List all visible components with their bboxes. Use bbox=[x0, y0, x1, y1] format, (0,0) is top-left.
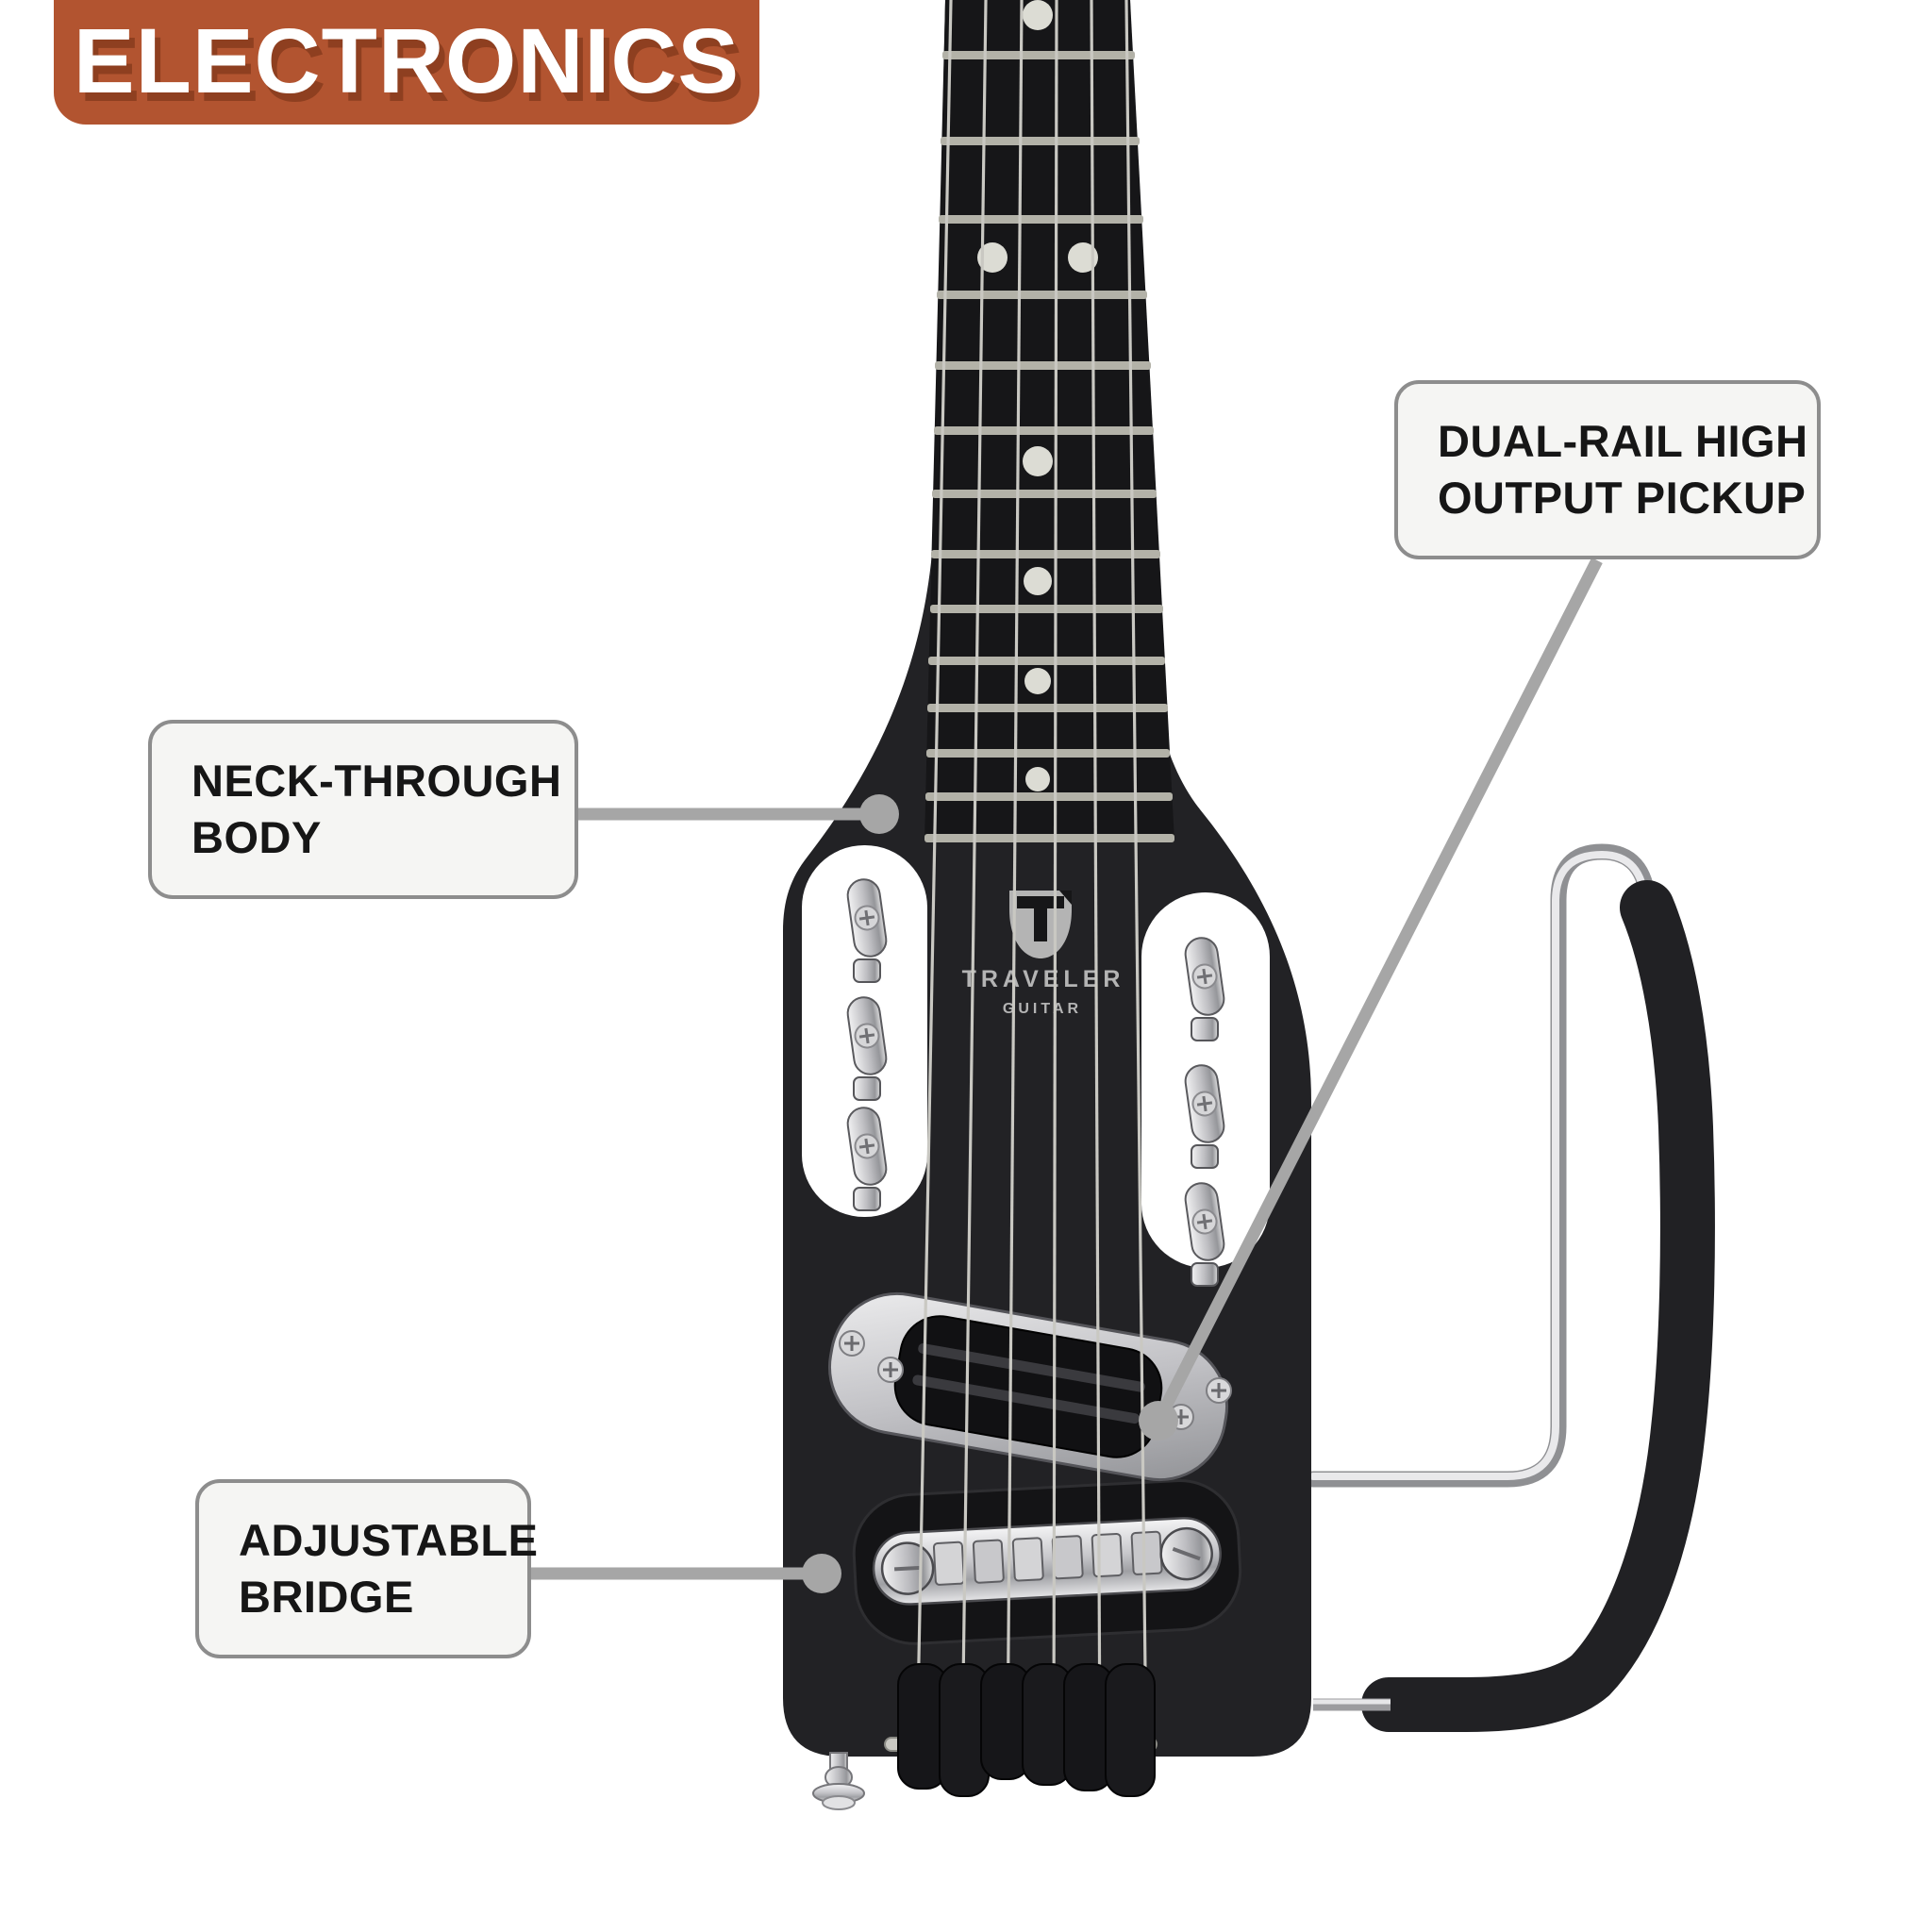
tuner-button bbox=[1184, 937, 1225, 1016]
fret bbox=[928, 657, 1165, 665]
fret bbox=[934, 426, 1154, 435]
fret bbox=[924, 834, 1174, 842]
strings bbox=[915, 0, 1148, 1757]
tuner-button bbox=[1184, 1182, 1225, 1261]
fret bbox=[930, 605, 1163, 613]
fret bbox=[925, 792, 1173, 801]
fret bbox=[937, 291, 1147, 299]
tuner-post bbox=[1191, 1262, 1219, 1287]
logo-t-stem bbox=[1034, 902, 1047, 941]
strap-pin bbox=[812, 1752, 865, 1810]
tuners-right bbox=[1184, 937, 1225, 1287]
lap-rest-foam-sleeve bbox=[1361, 880, 1715, 1732]
callout-line: BODY bbox=[192, 812, 322, 862]
tuner-post bbox=[853, 958, 881, 983]
tuner-post bbox=[1191, 1144, 1219, 1169]
string-5 bbox=[960, 0, 988, 1757]
tuner-post bbox=[1191, 1017, 1219, 1041]
logo-t-crossbar bbox=[1017, 896, 1064, 908]
callout-neck-through-body: NECK-THROUGH BODY bbox=[148, 720, 578, 899]
pickup-rail bbox=[912, 1374, 1140, 1424]
string-4 bbox=[1006, 0, 1024, 1757]
electronics-badge: ELECTRONICS bbox=[54, 0, 759, 125]
fret bbox=[935, 361, 1151, 370]
inlay-dot bbox=[1023, 446, 1053, 476]
leader-line-pickup bbox=[1153, 558, 1603, 1424]
inlay-dot bbox=[977, 242, 1008, 273]
logo-sub-text: GUITAR bbox=[1003, 1001, 1082, 1017]
fret bbox=[939, 215, 1143, 224]
fret bbox=[932, 490, 1157, 498]
fretboard bbox=[924, 0, 1174, 841]
inlay-dot bbox=[1023, 0, 1053, 30]
lap-rest-frame bbox=[1305, 843, 1715, 1732]
retainer-knob bbox=[1105, 1663, 1156, 1797]
leader-dot-neck bbox=[859, 794, 899, 834]
lap-rest-tube-highlight bbox=[1309, 850, 1649, 1480]
callout-line: NECK-THROUGH bbox=[192, 756, 562, 807]
callout-line: BRIDGE bbox=[239, 1572, 414, 1622]
leader-dot-bridge bbox=[802, 1554, 841, 1593]
callout-line: ADJUSTABLE bbox=[239, 1515, 539, 1566]
tuner-button bbox=[846, 1107, 888, 1186]
pickup-rail bbox=[918, 1343, 1145, 1392]
fret bbox=[931, 550, 1160, 558]
tuner-button bbox=[1184, 1064, 1225, 1143]
logo-notch bbox=[1059, 891, 1072, 905]
pickup-assembly bbox=[827, 1291, 1232, 1482]
inlay-dot bbox=[1024, 668, 1051, 694]
callout-line: DUAL-RAIL HIGH bbox=[1438, 416, 1808, 467]
callout-adjustable-bridge: ADJUSTABLE BRIDGE bbox=[195, 1479, 539, 1658]
fretboard-inlay-dots bbox=[977, 0, 1098, 791]
callout-dual-rail-pickup: DUAL-RAIL HIGH OUTPUT PICKUP bbox=[1394, 380, 1821, 559]
badge-label: ELECTRONICS bbox=[73, 9, 741, 112]
tuner-button bbox=[846, 878, 888, 958]
fret bbox=[941, 137, 1140, 145]
logo-brand-text: TRAVELER bbox=[962, 966, 1125, 992]
callout-line: OUTPUT PICKUP bbox=[1438, 473, 1807, 523]
tuner-post bbox=[853, 1187, 881, 1211]
fret bbox=[926, 749, 1170, 758]
leader-lines bbox=[528, 558, 1603, 1593]
tuner-post bbox=[853, 1076, 881, 1101]
inlay-dot bbox=[1025, 767, 1050, 791]
bridge-assembly bbox=[852, 1478, 1242, 1645]
string-6 bbox=[915, 0, 953, 1757]
string-2 bbox=[1090, 0, 1102, 1757]
string-1 bbox=[1124, 0, 1148, 1757]
string-3 bbox=[1052, 0, 1058, 1757]
tuners-left bbox=[846, 878, 888, 1211]
leader-dot-pickup bbox=[1139, 1401, 1178, 1441]
fret bbox=[942, 51, 1135, 59]
inlay-dot bbox=[1068, 242, 1098, 273]
string-retainer bbox=[884, 1663, 1158, 1797]
lap-rest-tube bbox=[1305, 843, 1657, 1488]
tuner-button bbox=[846, 996, 888, 1075]
inlay-dot bbox=[1024, 567, 1052, 595]
fret bbox=[927, 704, 1168, 712]
